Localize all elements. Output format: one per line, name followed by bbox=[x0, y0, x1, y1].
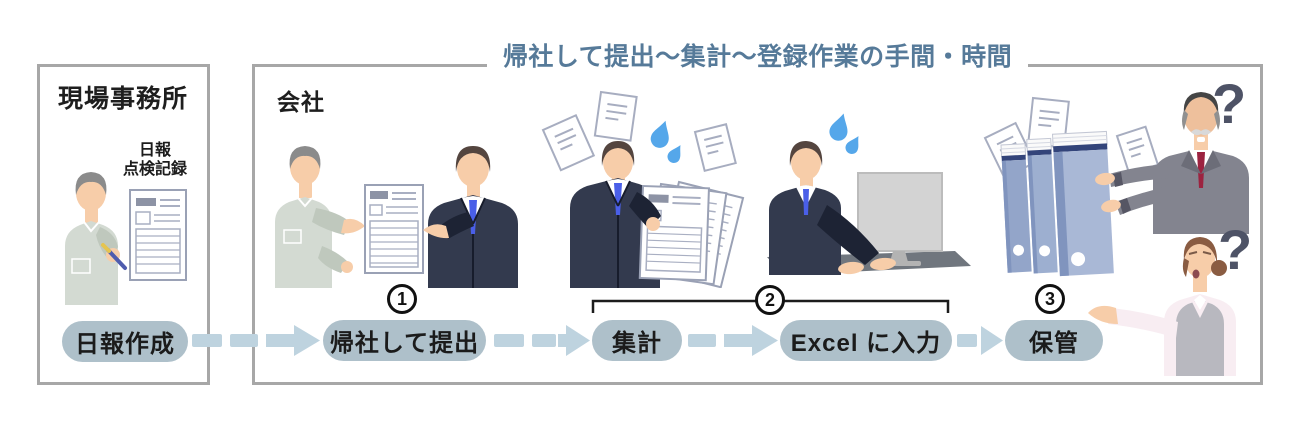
company-title: 会社 bbox=[277, 89, 325, 115]
step-number-3: 3 bbox=[1035, 284, 1065, 314]
sweat-drop-icon bbox=[650, 120, 669, 148]
pill-aggregate: 集計 bbox=[592, 320, 682, 361]
pill-create-report: 日報作成 bbox=[62, 321, 188, 362]
hair-bun bbox=[1211, 260, 1227, 276]
mustache bbox=[1191, 129, 1211, 136]
document-label-line2: 点検記録 bbox=[122, 161, 187, 179]
sweat-drop-icon bbox=[845, 136, 859, 154]
sweat-drop-icon bbox=[667, 145, 681, 163]
pen-icon bbox=[106, 248, 127, 270]
step-number-1: 1 bbox=[387, 284, 417, 314]
pill-submit: 帰社して提出 bbox=[323, 320, 486, 361]
manager-illustration bbox=[1095, 92, 1249, 234]
question-mark-staff: ? bbox=[1218, 218, 1253, 281]
aggregate-documents-illustration bbox=[541, 90, 745, 288]
sweat-drop-icon bbox=[829, 113, 848, 141]
flying-paper-icon bbox=[541, 114, 596, 172]
document-stack-icon bbox=[629, 180, 745, 288]
flying-paper-icon bbox=[693, 123, 737, 173]
step-number-2: 2 bbox=[755, 285, 785, 315]
staff-woman-illustration bbox=[1088, 237, 1236, 376]
worker-writing-illustration bbox=[65, 172, 187, 305]
flying-paper-icon bbox=[1115, 125, 1160, 176]
worker-figure bbox=[65, 172, 127, 305]
field-office-title: 現場事務所 bbox=[58, 85, 189, 113]
binder-storage-illustration bbox=[983, 96, 1160, 277]
office-worker-figure bbox=[423, 146, 518, 288]
pill-storage: 保管 bbox=[1005, 320, 1103, 361]
submit-report-illustration bbox=[275, 146, 518, 288]
document-label-line1: 日報 bbox=[138, 142, 171, 159]
worker-figure bbox=[275, 146, 365, 288]
open-mouth bbox=[1192, 269, 1200, 279]
kerchief bbox=[1194, 295, 1206, 310]
daily-report-document-icon bbox=[129, 189, 187, 281]
binders-icon bbox=[1000, 130, 1114, 277]
question-mark-manager: ? bbox=[1212, 72, 1247, 135]
excel-entry-illustration bbox=[767, 113, 971, 275]
document-label: 日報 点検記録 bbox=[110, 141, 200, 179]
pill-excel-input: Excel に入力 bbox=[780, 320, 952, 361]
monitor-icon bbox=[857, 172, 943, 266]
flying-paper-icon bbox=[593, 90, 638, 142]
report-document-icon bbox=[364, 184, 424, 274]
office-worker-figure bbox=[769, 141, 896, 275]
